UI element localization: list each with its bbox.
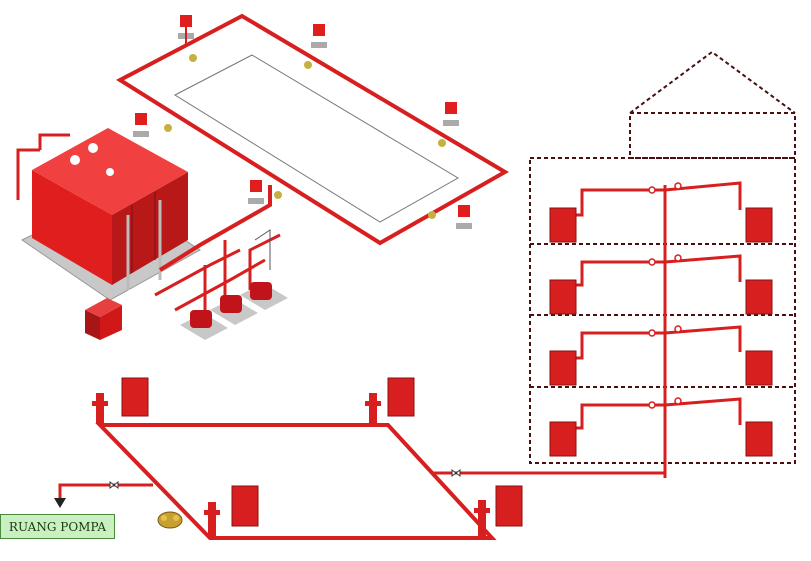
water-tank [16, 128, 201, 301]
hydrant-3 [204, 502, 220, 536]
pump-2 [210, 295, 258, 325]
cabinet-f1-right [745, 207, 773, 243]
pump-3 [240, 282, 288, 310]
roof-sprinkler-4 [428, 211, 436, 219]
pump-room-label: RUANG POMPA [0, 514, 115, 539]
tank-side [112, 172, 188, 285]
cabinet-f3-left [549, 350, 577, 386]
yard-to-pumproom-pipe [58, 483, 153, 500]
pumproom-arrow [54, 498, 66, 508]
roof-valve-2 [311, 24, 327, 48]
yard-equipment [92, 377, 523, 536]
roof-valve-6 [248, 180, 264, 204]
building-body [529, 157, 796, 464]
tank-hatch-2 [88, 143, 98, 153]
roof-sprinkler-6 [274, 191, 282, 199]
tank-hatch-3 [106, 168, 114, 176]
hydrant-4 [474, 500, 490, 536]
roof-sprinkler-3 [438, 139, 446, 147]
building-fire-system [549, 181, 773, 478]
yard-loop [54, 423, 667, 540]
pump-piping [85, 185, 288, 340]
hose-cabinet-1 [121, 377, 149, 417]
tank-vent-pipe [16, 133, 70, 200]
roof-valves [133, 15, 472, 229]
hydrant-1 [92, 393, 108, 423]
roof-inner-outline [173, 54, 459, 223]
yard-valve-1 [109, 481, 119, 489]
hose-cabinet-3 [231, 485, 259, 527]
roof-sprinkler-2 [304, 61, 312, 69]
building-roof-peak [629, 50, 796, 114]
cabinet-f4-left [549, 421, 577, 457]
roof-valve-1 [178, 15, 194, 45]
tank-front [32, 170, 112, 285]
roof-sprinkler-1 [189, 54, 197, 62]
floor-2-branch [549, 254, 773, 315]
floor-4-branch [549, 397, 773, 457]
cabinet-f3-right [745, 350, 773, 386]
hose-cabinet-4 [495, 485, 523, 527]
roof-valve-5 [133, 113, 149, 137]
hydrant-2 [365, 393, 381, 423]
roof-loop [115, 13, 509, 246]
cabinet-f2-left [549, 279, 577, 315]
building-attic [629, 112, 796, 159]
hose-cabinet-2 [387, 377, 415, 417]
floor-1-branch [549, 181, 773, 243]
roof-sprinkler-5 [164, 124, 172, 132]
control-panel [85, 298, 122, 340]
yard-loop-pipe [95, 423, 497, 540]
pump-1 [180, 310, 228, 340]
floor-3-branch [549, 325, 773, 386]
tank-hatch-1 [70, 155, 80, 165]
roof-valve-4 [456, 205, 472, 229]
cabinet-f2-right [745, 279, 773, 315]
cabinet-f4-right [745, 421, 773, 457]
building [529, 50, 796, 464]
fire-dept-connection [157, 511, 183, 529]
yard-valve-2 [451, 469, 461, 477]
roof-valve-3 [443, 102, 459, 126]
yard-to-building-pipe [432, 471, 667, 478]
roof-loop-pipe [115, 13, 509, 246]
cabinet-f1-left [549, 207, 577, 243]
